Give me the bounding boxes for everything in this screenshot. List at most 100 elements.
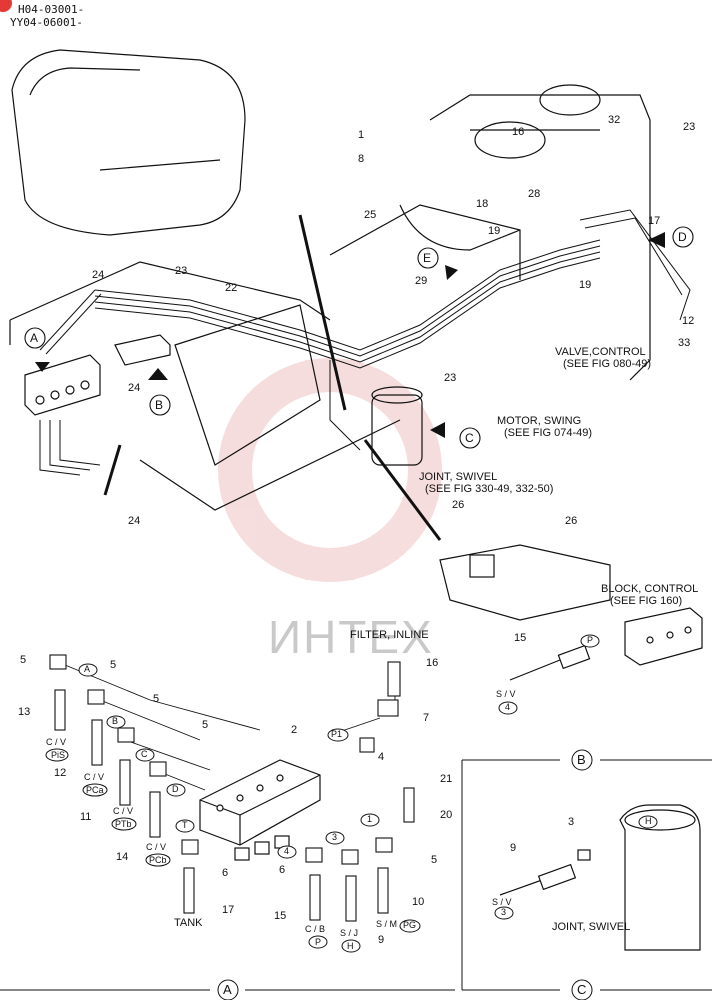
upper-structure (9, 49, 651, 621)
port-tag-p1: P1 (331, 729, 343, 739)
callout-1: 1 (358, 129, 365, 141)
port-tag-a: A (84, 664, 91, 674)
note-joint-swivel-c: JOINT, SWIVEL (552, 921, 631, 933)
callout-a-15: 15 (274, 910, 287, 922)
view-marker-a: A (30, 331, 39, 345)
serial-range-2: YY04-06001- (10, 16, 83, 29)
callout-a-5-2: 5 (110, 659, 117, 671)
callout-32: 32 (608, 114, 621, 126)
callout-19-upper: 19 (488, 225, 501, 237)
callout-24-top: 24 (92, 269, 105, 281)
callout-a-6-1: 6 (222, 867, 229, 879)
callout-a-7: 7 (423, 712, 430, 724)
view-arrows (35, 232, 665, 438)
label-sm: S / M (376, 919, 398, 929)
callout-a-13: 13 (18, 706, 31, 718)
callout-23-top: 23 (683, 121, 696, 133)
label-cv-4: C / V (146, 842, 167, 852)
callout-c-h: H (645, 816, 652, 826)
serial-range-1: H04-03001- (18, 3, 85, 16)
callout-a-9: 9 (378, 934, 385, 946)
callout-25: 25 (364, 209, 377, 221)
callout-33: 33 (678, 337, 691, 349)
callout-b-p: P (587, 635, 594, 645)
port-tag-3: 3 (332, 832, 338, 842)
note-valve-control: VALVE,CONTROL (555, 346, 646, 358)
callout-24-mid: 24 (128, 382, 141, 394)
view-marker-e: E (423, 251, 432, 265)
callout-a-5-3: 5 (153, 693, 160, 705)
callout-16: 16 (512, 126, 525, 138)
label-cv-2: C / V (84, 772, 105, 782)
note-block-control-ref: (SEE FIG 160) (610, 595, 683, 607)
label-sj: S / J (340, 928, 359, 938)
callout-c-sv: S / V (492, 897, 512, 907)
port-tag-4: 4 (284, 846, 290, 856)
callout-a-14: 14 (116, 851, 129, 863)
watermark-text: ИНТЕХ (268, 611, 434, 663)
label-p: P (315, 937, 322, 947)
callout-26-left: 26 (452, 499, 465, 511)
note-joint-swivel: JOINT, SWIVEL (419, 471, 498, 483)
callout-23-lower: 23 (444, 372, 457, 384)
callout-24-bottom: 24 (128, 515, 141, 527)
section-label-b: B (577, 752, 586, 767)
callout-a-10: 10 (412, 896, 425, 908)
label-pg: PG (403, 920, 417, 930)
callout-a-21: 21 (440, 773, 453, 785)
label-cv-1: C / V (46, 737, 67, 747)
callout-c-9: 9 (510, 842, 517, 854)
callout-b-4: 4 (505, 702, 511, 712)
callout-a-12: 12 (54, 767, 67, 779)
note-joint-swivel-ref: (SEE FIG 330-49, 332-50) (425, 483, 554, 495)
callout-a-2: 2 (291, 724, 298, 736)
callout-28: 28 (528, 188, 541, 200)
callout-29: 29 (415, 275, 428, 287)
control-block-a (24, 334, 171, 416)
callout-a-20: 20 (440, 809, 453, 821)
note-tank: TANK (174, 917, 203, 929)
leader-lines (103, 214, 442, 541)
page-badge (0, 0, 12, 12)
callout-a-5-4: 5 (202, 719, 209, 731)
callout-17: 17 (648, 215, 661, 227)
callout-a-16: 16 (426, 657, 439, 669)
callout-12: 12 (682, 315, 695, 327)
fittings-a (49, 654, 415, 922)
callout-b-15: 15 (514, 632, 527, 644)
note-motor-swing-ref: (SEE FIG 074-49) (504, 427, 593, 439)
view-marker-c: C (465, 431, 474, 445)
hose-bundles (39, 209, 691, 476)
callout-c-3b: 3 (501, 907, 507, 917)
callout-a-5-5: 5 (431, 854, 438, 866)
label-h: H (347, 941, 354, 951)
callout-26-right: 26 (565, 515, 578, 527)
marker-circles (24, 226, 694, 449)
callout-a-6-2: 6 (279, 864, 286, 876)
callout-19-lower: 19 (579, 279, 592, 291)
callout-a-4: 4 (378, 751, 385, 763)
callout-23-mid: 23 (175, 265, 188, 277)
label-pcb: PCb (149, 855, 167, 865)
callout-a-5-1: 5 (20, 654, 27, 666)
view-marker-d: D (678, 230, 687, 244)
label-pis: PiS (51, 750, 66, 760)
port-tag-c: C (141, 749, 148, 759)
note-valve-control-ref: (SEE FIG 080-49) (563, 358, 652, 370)
section-label-c: C (577, 982, 587, 997)
callout-18: 18 (476, 198, 489, 210)
section-label-a: A (223, 982, 232, 997)
manifold-block (199, 759, 321, 861)
callout-b-sv: S / V (496, 689, 516, 699)
port-tag-1: 1 (367, 814, 373, 824)
note-block-control: BLOCK, CONTROL (601, 583, 699, 595)
section-dividers (0, 749, 712, 1000)
label-pca: PCa (86, 785, 104, 795)
callout-c-3: 3 (568, 816, 575, 828)
label-cb: C / B (305, 924, 326, 934)
port-tag-d: D (172, 784, 179, 794)
callout-a-17: 17 (222, 904, 235, 916)
callout-a-11: 11 (80, 811, 92, 823)
view-marker-b: B (155, 398, 164, 412)
